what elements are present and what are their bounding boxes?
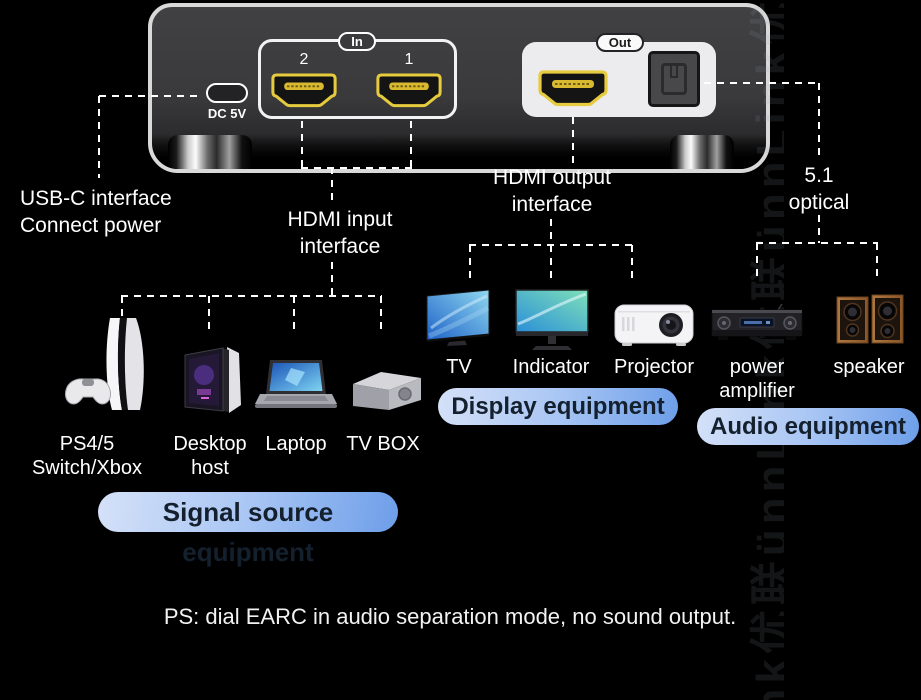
- label-amplifier: power amplifier: [719, 356, 795, 402]
- label-game-console: PS4/5 Switch/Xbox: [31, 433, 143, 479]
- speakers-image: [836, 294, 904, 344]
- footnote-text: PS: dial EARC in audio separation mode, …: [163, 604, 737, 629]
- label-indicator: Indicator: [512, 356, 590, 378]
- line-usb-h: [99, 95, 200, 97]
- laptop-image: [255, 360, 337, 408]
- hdmi-out-callout: HDMI output interface: [493, 166, 611, 216]
- line-in-stem-bottom: [331, 262, 333, 296]
- port-2-number: 2: [299, 51, 309, 68]
- label-tv: TV: [446, 356, 472, 378]
- line-drop-indicator: [550, 245, 552, 284]
- label-speaker: speaker: [833, 356, 905, 378]
- line-drop-amplifier: [756, 243, 758, 278]
- line-audio-bus: [756, 242, 878, 244]
- monitor-image: [515, 289, 589, 350]
- tv-box-image: [353, 372, 421, 410]
- line-in2-down: [301, 121, 303, 168]
- line-out-down: [572, 117, 574, 163]
- brand-watermark: 优联ünnLink优联ünnLink优联ünnLink优联ünnLink: [748, 0, 784, 700]
- line-usb-v: [98, 96, 100, 178]
- device-foot-right: [670, 135, 734, 169]
- label-desktop-host: Desktop host: [173, 433, 247, 479]
- projector-image: [614, 304, 694, 346]
- hdmi-switch-device: DC 5V In 2 1 Out: [148, 3, 770, 173]
- line-optical-h: [704, 82, 820, 84]
- out-badge: Out: [596, 33, 644, 52]
- line-optical-v: [818, 83, 820, 156]
- line-in1-down: [410, 121, 412, 168]
- optical-port-icon: [648, 51, 700, 107]
- usb-c-port-icon: [206, 83, 248, 103]
- av-receiver-image: [711, 304, 803, 340]
- line-source-bus: [121, 295, 382, 297]
- tv-image: [426, 289, 490, 346]
- desktop-host-image: [184, 347, 241, 413]
- signal-source-pill: Signal source equipment: [98, 492, 398, 567]
- optical-callout: 5.1 optical: [788, 164, 850, 214]
- device-bottom-shadow: [152, 135, 766, 169]
- hdmi-in-callout: HDMI input interface: [287, 208, 393, 258]
- display-equipment-pill: Display equipment: [438, 388, 678, 425]
- dc-power-label: DC 5V: [207, 106, 247, 121]
- hdmi-out-port-icon: [538, 70, 608, 107]
- line-drop-desktop: [208, 296, 210, 332]
- usb-callout: USB-C interface Connect power: [20, 187, 172, 237]
- line-drop-ps: [121, 296, 123, 332]
- line-drop-laptop: [293, 296, 295, 332]
- label-projector: Projector: [613, 356, 695, 378]
- line-in-stem-top: [331, 167, 333, 203]
- line-drop-speaker: [876, 243, 878, 278]
- label-tv-box: TV BOX: [346, 433, 420, 455]
- line-drop-projector: [631, 245, 633, 284]
- hdmi-port-2-icon: [271, 73, 337, 108]
- device-foot-left: [168, 135, 252, 169]
- line-drop-tv: [469, 245, 471, 284]
- line-drop-tvbox: [380, 296, 382, 332]
- audio-equipment-pill: Audio equipment: [697, 408, 919, 445]
- port-1-number: 1: [404, 51, 414, 68]
- label-laptop: Laptop: [265, 433, 327, 455]
- game-console-image: [65, 318, 144, 410]
- line-in-merge: [301, 167, 412, 169]
- line-out-stem: [550, 219, 552, 245]
- hdmi-port-1-icon: [376, 73, 442, 108]
- in-badge: In: [338, 32, 376, 51]
- line-optical-stem: [818, 215, 820, 243]
